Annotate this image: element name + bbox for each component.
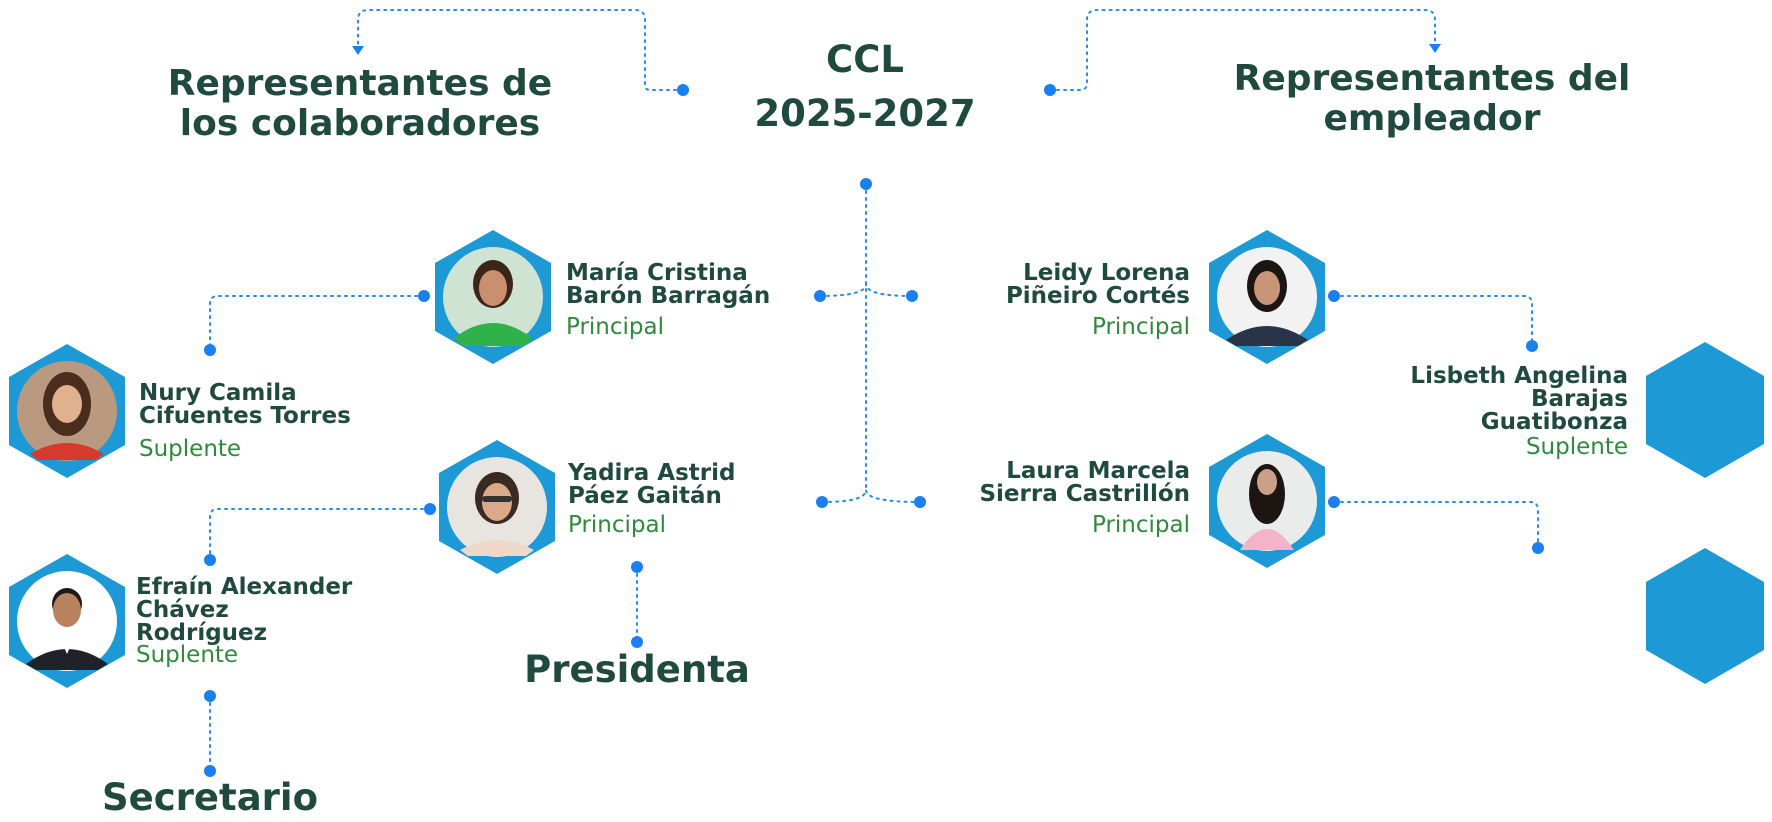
member-yadira: Yadira Astrid Páez Gaitán Principal — [568, 460, 736, 539]
ccl-title-line1: CCL — [826, 38, 904, 81]
right-group-title-line2: empleador — [1323, 98, 1541, 139]
avatar-nury — [6, 342, 128, 480]
member-name-line1: Yadira Astrid — [568, 460, 736, 486]
member-name-line1: Laura Marcela — [1006, 458, 1190, 484]
member-name-line2: Barón Barragán — [566, 283, 771, 309]
left-group-title-line1: Representantes de — [167, 63, 553, 104]
member-role: Principal — [568, 512, 667, 538]
member-name-line1: Leidy Lorena — [1023, 260, 1190, 286]
avatar-laura — [1206, 432, 1328, 570]
member-role: Principal — [566, 314, 665, 340]
member-leidy: Leidy Lorena Piñeiro Cortés Principal — [912, 260, 1190, 341]
member-efrain: Efraín Alexander Chávez Rodríguez Suplen… — [136, 574, 353, 669]
member-name-line1: Efraín Alexander — [136, 574, 353, 600]
avatar-lisbeth-placeholder — [1644, 342, 1766, 478]
member-name-line3: Guatibonza — [1480, 409, 1628, 435]
member-name-line2: Chávez — [136, 597, 229, 623]
left-group-title-line2: los colaboradores — [179, 103, 541, 144]
ccl-title-line2: 2025-2027 — [754, 92, 976, 135]
member-name-line1: Nury Camila — [139, 380, 297, 406]
avatar-maria — [432, 228, 554, 366]
left-group-title: Representantes de los colaboradores — [150, 64, 570, 144]
member-lisbeth: Lisbeth Angelina Barajas Guatibonza Supl… — [1340, 363, 1628, 461]
member-role: Suplente — [136, 642, 239, 668]
member-role: Suplente — [139, 436, 242, 462]
member-laura: Laura Marcela Sierra Castrillón Principa… — [890, 458, 1190, 539]
member-name-line1: María Cristina — [566, 260, 748, 286]
avatar-yadira — [436, 438, 558, 576]
member-name-line2: Sierra Castrillón — [979, 481, 1190, 507]
member-nury: Nury Camila Cifuentes Torres Suplente — [139, 380, 351, 463]
blank-hexagon — [1644, 548, 1766, 684]
member-name-line2: Páez Gaitán — [568, 483, 722, 509]
member-name-line3: Rodríguez — [136, 620, 268, 646]
member-maria: María Cristina Barón Barragán Principal — [566, 260, 771, 341]
member-name-line2: Piñeiro Cortés — [1005, 283, 1190, 309]
member-name-line1: Lisbeth Angelina — [1410, 363, 1628, 389]
ccl-title: CCL 2025-2027 — [745, 38, 985, 136]
secretario-label: Secretario — [101, 776, 319, 819]
right-group-title: Representantes del empleador — [1222, 59, 1642, 139]
presidenta-label: Presidenta — [524, 648, 750, 691]
member-name-line2: Cifuentes Torres — [139, 403, 351, 429]
right-group-title-line1: Representantes del — [1233, 58, 1631, 99]
member-role: Suplente — [1525, 434, 1628, 460]
member-name-line2: Barajas — [1530, 386, 1628, 412]
member-role: Principal — [1091, 314, 1190, 340]
avatar-leidy — [1206, 228, 1328, 366]
avatar-efrain — [6, 552, 128, 690]
member-role: Principal — [1091, 512, 1190, 538]
